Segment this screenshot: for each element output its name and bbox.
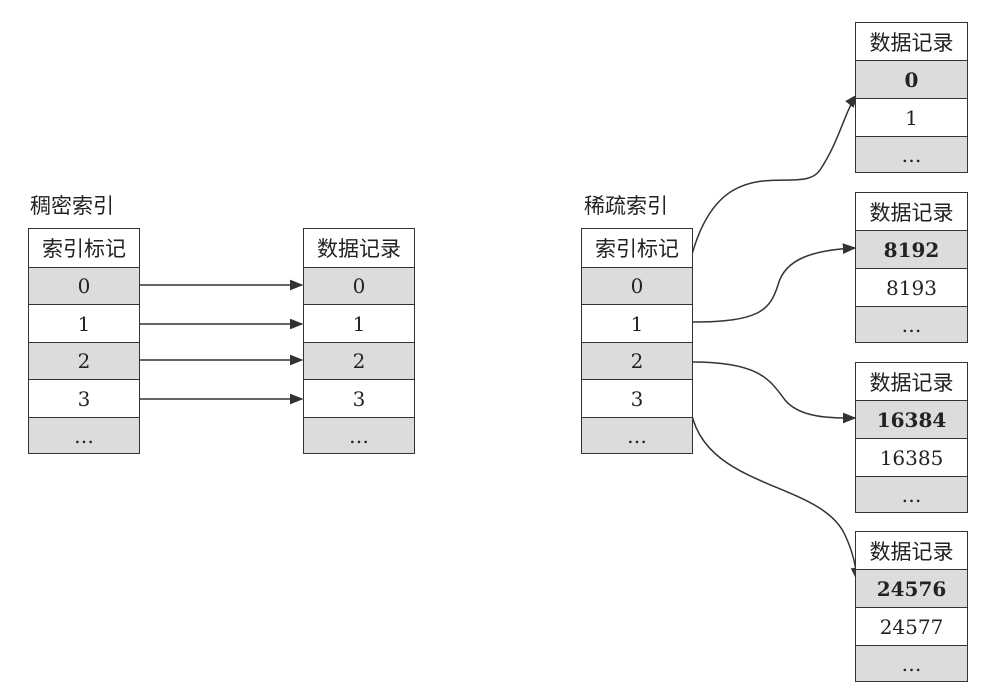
table-row: … (856, 306, 967, 342)
table-row: 3 (304, 379, 414, 417)
data-block-0: 数据记录 0 1 … (855, 22, 968, 173)
table-row: 1 (29, 304, 139, 342)
table-header: 数据记录 (304, 229, 414, 267)
sparse-index-table: 索引标记 0 1 2 3 … (581, 228, 693, 454)
dense-title: 稠密索引 (30, 194, 114, 218)
table-header: 数据记录 (856, 363, 967, 400)
table-row: 1 (856, 98, 967, 136)
table-row: … (29, 417, 139, 453)
table-row: … (304, 417, 414, 453)
data-block-2: 数据记录 16384 16385 … (855, 362, 968, 513)
data-block-1: 数据记录 8192 8193 … (855, 192, 968, 343)
sparse-arrow-2 (691, 361, 857, 424)
sparse-title: 稀疏索引 (584, 194, 668, 218)
table-header: 数据记录 (856, 23, 967, 60)
table-header: 索引标记 (582, 229, 692, 267)
table-row: 8192 (856, 230, 967, 268)
table-row: 3 (582, 379, 692, 417)
table-row: 2 (29, 342, 139, 379)
table-row: … (856, 476, 967, 512)
table-row: 24576 (856, 569, 967, 607)
table-row: 2 (582, 342, 692, 379)
table-row: 24577 (856, 607, 967, 645)
table-row: 16385 (856, 438, 967, 476)
table-row: 0 (856, 60, 967, 98)
table-row: 0 (582, 267, 692, 304)
sparse-arrow-0 (689, 93, 858, 263)
table-row: … (856, 136, 967, 172)
table-header: 数据记录 (856, 193, 967, 230)
table-row: … (582, 417, 692, 453)
table-row: 3 (29, 379, 139, 417)
table-header: 索引标记 (29, 229, 139, 267)
sparse-arrow-1 (691, 243, 857, 323)
table-row: 8193 (856, 268, 967, 306)
table-row: … (856, 645, 967, 681)
dense-index-table: 索引标记 0 1 2 3 … (28, 228, 140, 454)
table-row: 2 (304, 342, 414, 379)
table-row: 0 (29, 267, 139, 304)
dense-data-table: 数据记录 0 1 2 3 … (303, 228, 415, 454)
sparse-arrow-3 (689, 404, 862, 582)
table-row: 1 (582, 304, 692, 342)
table-header: 数据记录 (856, 532, 967, 569)
table-row: 16384 (856, 400, 967, 438)
table-row: 1 (304, 304, 414, 342)
data-block-3: 数据记录 24576 24577 … (855, 531, 968, 682)
table-row: 0 (304, 267, 414, 304)
